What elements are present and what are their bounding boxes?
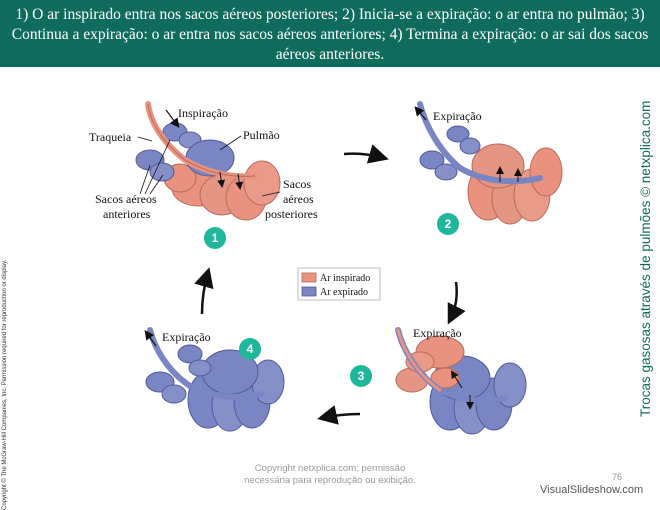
step-badge-2 [437, 213, 459, 235]
panel-2-expiration: Expiração 2 [414, 101, 563, 235]
cycle-arrow-1-to-2 [343, 144, 389, 164]
label-pulmao: Pulmão [243, 128, 280, 142]
step-badge-4 [239, 338, 261, 360]
label-expiracao-2: Expiração [433, 109, 482, 123]
legend: Ar inspirado Ar expirado [297, 267, 381, 301]
cycle-arrow-4-to-1 [194, 267, 214, 315]
watermark: VisualSlideshow.com [540, 484, 644, 496]
trachea-2 [417, 101, 543, 185]
caption-banner: 1) O ar inspirado entra nos sacos aéreos… [0, 0, 660, 67]
legend-swatch-inspired [301, 272, 317, 283]
footer-line-2: necessária para reprodução ou exibição. [244, 475, 416, 486]
legend-swatch-expired [301, 286, 317, 297]
arrow-inhale-1 [165, 109, 180, 128]
caption-text: 1) O ar inspirado entra nos sacos aéreos… [11, 6, 649, 63]
label-sacos-post-3: posteriores [265, 207, 318, 221]
page-number: 76 [612, 472, 623, 482]
step-number-3: 3 [358, 369, 365, 383]
label-expiracao-4: Expiração [162, 330, 211, 344]
panel-1-inspiration: Inspiração Traqueia Pulmão Sacos aéreos … [89, 101, 318, 249]
posterior-air-sacs-1 [163, 160, 281, 221]
panel-3-expiration: Expiração 3 [350, 326, 527, 435]
label-inspiracao: Inspiração [178, 106, 228, 120]
label-sacos-ant-2: anteriores [103, 207, 151, 221]
step-number-2: 2 [445, 217, 452, 231]
anterior-air-sacs-2 [419, 125, 481, 181]
label-expiracao-3: Expiração [413, 326, 462, 340]
anterior-air-sacs-4 [145, 344, 212, 404]
legend-inspired: Ar inspirado [320, 273, 370, 284]
step-badge-1 [204, 227, 226, 249]
footer-line-1: Copyright netxplica.com: permissão [254, 463, 406, 474]
label-traqueia: Traqueia [89, 130, 132, 144]
cycle-arrow-2-to-3 [447, 281, 466, 325]
label-sacos-post-2: aéreos [283, 192, 314, 206]
label-sacos-ant-1: Sacos aéreos [95, 192, 157, 206]
label-sacos-post-1: Sacos [283, 177, 311, 191]
cycle-arrow-3-to-4 [317, 405, 361, 425]
step-number-1: 1 [212, 231, 219, 245]
legend-expired: Ar expirado [320, 287, 368, 298]
panel-4-expiration: Expiração 4 [144, 327, 285, 432]
step-number-4: 4 [247, 342, 254, 356]
footer-copyright: Copyright netxplica.com: permissão neces… [220, 463, 440, 487]
step-badge-3 [350, 365, 372, 387]
